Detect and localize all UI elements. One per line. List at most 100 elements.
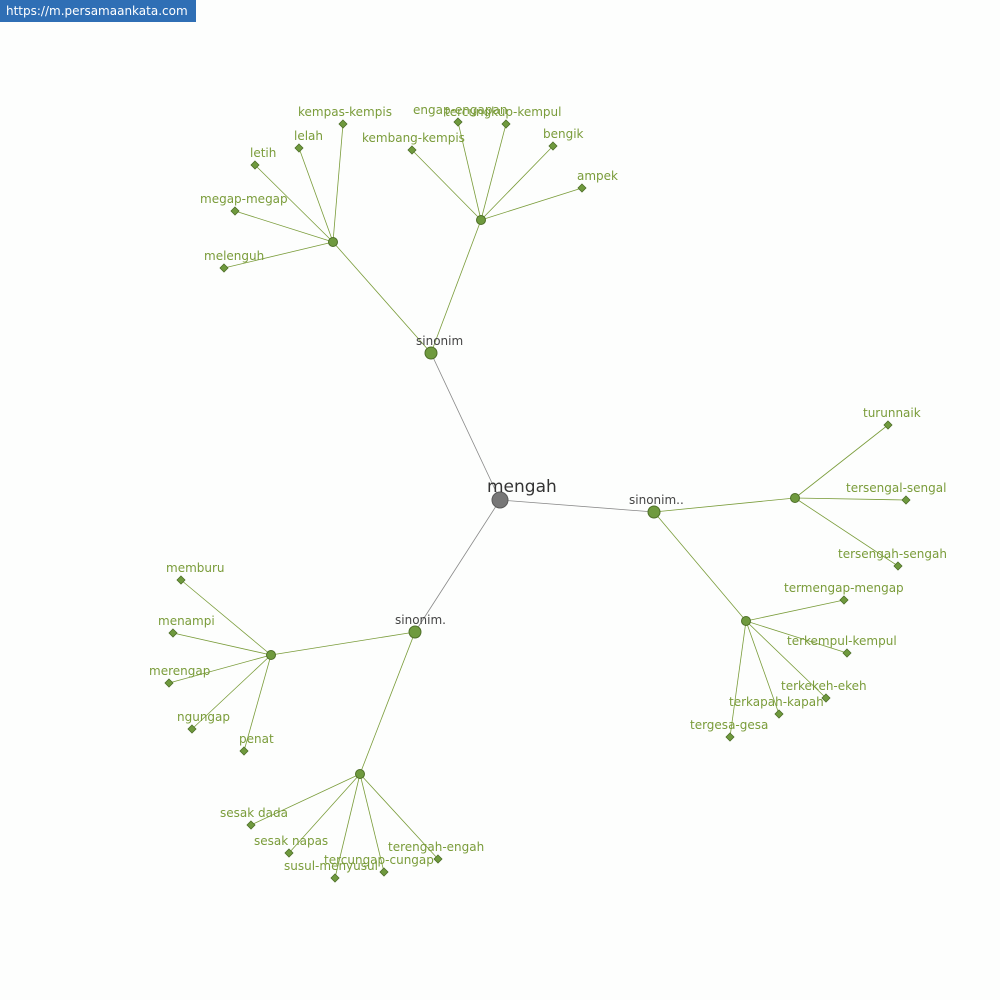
branch-label-2[interactable]: sinonim. (395, 613, 446, 627)
leaf-label-megap-megap[interactable]: megap-megap (200, 192, 288, 206)
leaf-label-lelah[interactable]: lelah (294, 129, 323, 143)
edge-to-terkapah-kapah (745, 620, 780, 715)
leaf-node-sesak-dada[interactable] (246, 820, 256, 830)
leaf-label-ampek[interactable]: ampek (577, 169, 618, 183)
leaf-label-letih[interactable]: letih (250, 146, 276, 160)
group-node-2-0[interactable] (266, 650, 276, 660)
leaf-label-tersengal-sengal[interactable]: tersengal-sengal (846, 481, 946, 495)
edge-to-tersengah-sengah (794, 497, 899, 567)
leaf-label-tercungkup-kempul[interactable]: tercungkup-kempul (445, 105, 561, 119)
leaf-node-termengap-mengap[interactable] (839, 595, 849, 605)
leaf-node-megap-megap[interactable] (230, 206, 240, 216)
edge-branch-2-to-group-0 (270, 631, 416, 656)
leaf-node-ngungap[interactable] (187, 724, 197, 734)
leaf-node-sesak-napas[interactable] (284, 848, 294, 858)
group-node-2-1[interactable] (355, 769, 365, 779)
leaf-node-merengap[interactable] (164, 678, 174, 688)
branch-label-0[interactable]: sinonim (416, 334, 463, 348)
leaf-label-memburu[interactable]: memburu (166, 561, 225, 575)
leaf-label-terkekeh-ekeh[interactable]: terkekeh-ekeh (781, 679, 867, 693)
leaf-label-termengap-mengap[interactable]: termengap-mengap (784, 581, 904, 595)
leaf-node-tercungkup-kempul[interactable] (501, 119, 511, 129)
edge-to-tergesa-gesa (729, 620, 747, 738)
edge-to-tersengal-sengal (794, 497, 907, 501)
group-node-0-1[interactable] (476, 215, 486, 225)
site-url-badge[interactable]: https://m.persamaankata.com (0, 0, 196, 22)
edge-to-ngungap (191, 654, 272, 730)
branch-node-1[interactable] (647, 505, 661, 519)
edge-to-kembang-kempis (411, 149, 482, 221)
leaf-label-penat[interactable]: penat (239, 732, 274, 746)
leaf-label-terkapah-kapah[interactable]: terkapah-kapah (729, 695, 824, 709)
leaf-node-terkempul-kempul[interactable] (842, 648, 852, 658)
branch-label-1[interactable]: sinonim.. (629, 493, 684, 507)
leaf-label-sesak-napas[interactable]: sesak napas (254, 834, 328, 848)
leaf-node-tersengah-sengah[interactable] (893, 561, 903, 571)
group-node-0-0[interactable] (328, 237, 338, 247)
graph-labels: sinonim kempas-kempis lelah letih megap-mega… (149, 103, 947, 873)
edge-branch-0-to-group-1 (430, 219, 482, 354)
edge-to-sesak-napas (288, 773, 361, 854)
edge-to-memburu (180, 579, 272, 656)
edge-to-tercungkup-kempul (480, 123, 507, 221)
leaf-node-tersengal-sengal[interactable] (901, 495, 911, 505)
leaf-label-terengah-engah[interactable]: terengah-engah (388, 840, 484, 854)
leaf-node-tergesa-gesa[interactable] (725, 732, 735, 742)
edge-to-sesak-dada (250, 773, 361, 826)
leaf-label-tercungap-cungap[interactable]: tercungap-cungap (324, 853, 434, 867)
root-node[interactable] (491, 491, 509, 509)
group-node-1-1[interactable] (741, 616, 751, 626)
edge-to-bengik (480, 145, 554, 221)
leaf-node-terengah-engah[interactable] (433, 854, 443, 864)
leaf-label-engap-engapan[interactable]: engap-engapan (413, 103, 507, 117)
edge-to-megap-megap (234, 210, 334, 243)
group-node-1-0[interactable] (790, 493, 800, 503)
leaf-label-terkempul-kempul[interactable]: terkempul-kempul (787, 634, 897, 648)
edge-to-susul-menyusul (334, 773, 361, 879)
leaf-node-melenguh[interactable] (219, 263, 229, 273)
leaf-node-letih[interactable] (250, 160, 260, 170)
edge-to-merengap (168, 654, 272, 684)
leaf-node-penat[interactable] (239, 746, 249, 756)
edge-to-lelah (298, 147, 334, 243)
leaf-label-menampi[interactable]: menampi (158, 614, 215, 628)
leaf-node-lelah[interactable] (294, 143, 304, 153)
leaf-node-bengik[interactable] (548, 141, 558, 151)
leaf-node-terkapah-kapah[interactable] (774, 709, 784, 719)
leaf-label-turunnaik[interactable]: turunnaik (863, 406, 921, 420)
graph-nodes (164, 117, 911, 883)
edge-to-turunnaik (794, 424, 889, 499)
leaf-node-memburu[interactable] (176, 575, 186, 585)
branch-node-0[interactable] (424, 346, 438, 360)
edge-to-terkempul-kempul (745, 620, 848, 654)
leaf-node-susul-menyusul[interactable] (330, 873, 340, 883)
leaf-node-turunnaik[interactable] (883, 420, 893, 430)
root-label[interactable]: mengah (487, 477, 557, 497)
edge-branch-1-to-group-0 (653, 497, 796, 513)
leaf-label-kempas-kempis[interactable]: kempas-kempis (298, 105, 392, 119)
leaf-label-bengik[interactable]: bengik (543, 127, 584, 141)
leaf-label-ngungap[interactable]: ngungap (177, 710, 230, 724)
leaf-node-menampi[interactable] (168, 628, 178, 638)
leaf-label-melenguh[interactable]: melenguh (204, 249, 264, 263)
edge-to-letih (254, 164, 334, 243)
leaf-node-kembang-kempis[interactable] (407, 145, 417, 155)
leaf-node-kempas-kempis[interactable] (338, 119, 348, 129)
leaf-node-ampek[interactable] (577, 183, 587, 193)
leaf-label-tergesa-gesa[interactable]: tergesa-gesa (690, 718, 768, 732)
edge-to-tercungap-cungap (359, 773, 385, 873)
edge-to-ampek (480, 187, 583, 221)
leaf-node-terkekeh-ekeh[interactable] (821, 693, 831, 703)
leaf-label-sesak-dada[interactable]: sesak dada (220, 806, 288, 820)
edge-branch-1-to-group-1 (653, 511, 747, 622)
branch-node-2[interactable] (408, 625, 422, 639)
edge-root-to-sinonim (430, 352, 501, 501)
leaf-label-tersengah-sengah[interactable]: tersengah-sengah (838, 547, 947, 561)
leaf-label-susul-menyusul[interactable]: susul-menyusul (284, 859, 378, 873)
leaf-label-kembang-kempis[interactable]: kembang-kempis (362, 131, 465, 145)
leaf-label-merengap[interactable]: merengap (149, 664, 210, 678)
leaf-node-tercungap-cungap[interactable] (379, 867, 389, 877)
leaf-node-engap-engapan[interactable] (453, 117, 463, 127)
graph-edges (168, 121, 907, 879)
